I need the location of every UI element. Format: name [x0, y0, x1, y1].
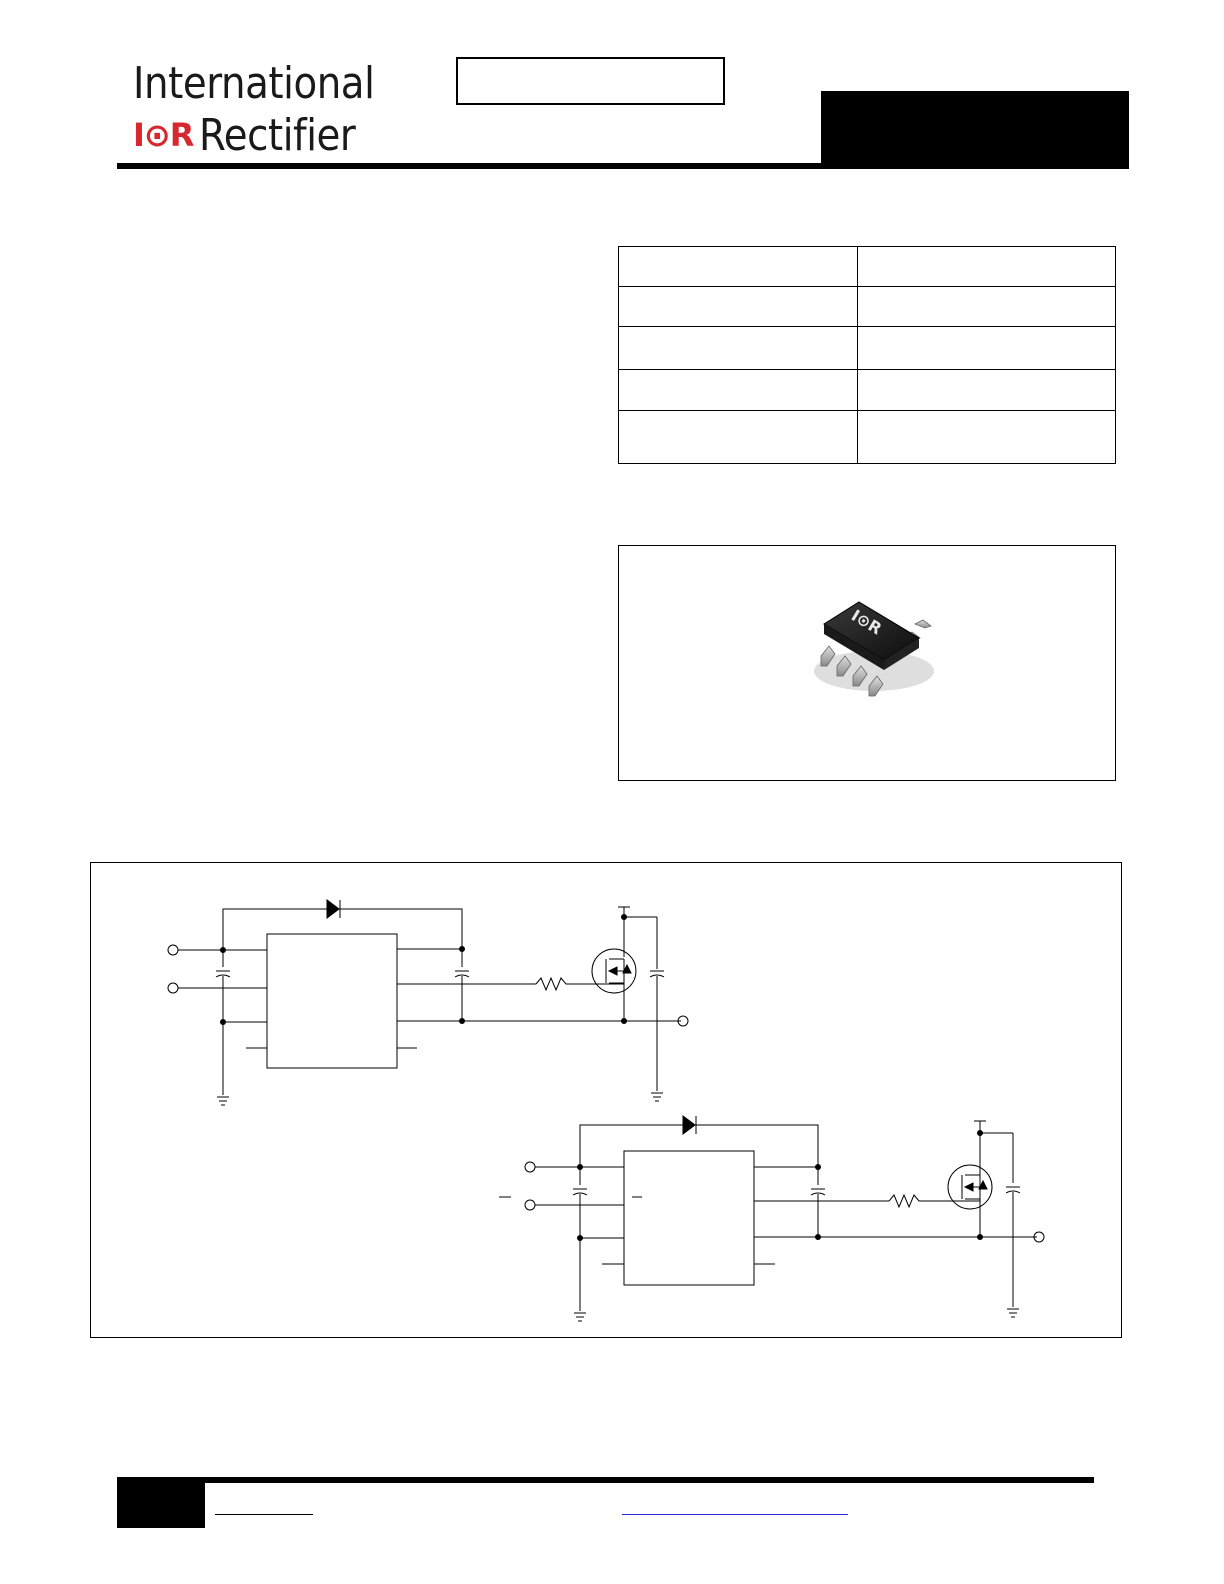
table-cell — [857, 410, 1116, 464]
terminal — [677, 1015, 689, 1027]
soic-8-package-icon: I⊙R — [814, 601, 934, 697]
diode-symbol — [326, 899, 340, 919]
table-cell — [857, 246, 1116, 287]
logo-rectifier-row: I⊙R Rectifier — [133, 109, 377, 161]
ic-block — [623, 1150, 755, 1286]
table-row — [618, 286, 1116, 327]
table-row — [618, 326, 1116, 370]
circuit-diagram-box — [90, 862, 1122, 1338]
table-row — [618, 369, 1116, 411]
table-cell — [618, 286, 858, 327]
table-cell — [857, 369, 1116, 411]
footer-rule — [117, 1477, 1094, 1483]
terminal — [524, 1199, 536, 1211]
mosfet-symbol — [947, 1164, 993, 1210]
table-cell — [618, 326, 858, 370]
mosfet-symbol — [591, 948, 637, 994]
table-cell — [618, 410, 858, 464]
terminal — [524, 1161, 536, 1173]
table-cell — [857, 326, 1116, 370]
table-row — [618, 246, 1116, 287]
part-number-box — [456, 57, 725, 105]
typical-connection-diagram — [167, 899, 1045, 1322]
table-cell — [857, 286, 1116, 327]
page-number-block — [117, 1477, 205, 1528]
terminal — [167, 944, 179, 956]
header-rule — [117, 163, 1129, 169]
ior-logo-mark: I⊙R — [133, 116, 194, 154]
table-cell — [618, 369, 858, 411]
terminal — [1033, 1231, 1045, 1243]
header-black-block — [821, 91, 1129, 169]
logo-international: International — [133, 58, 375, 109]
diode-symbol — [682, 1115, 696, 1135]
logo-rectifier: Rectifier — [199, 109, 356, 161]
table-cell — [618, 246, 858, 287]
ic-block — [266, 933, 398, 1069]
footer-underline — [215, 1514, 313, 1515]
package-image-box: I⊙R — [618, 545, 1116, 781]
parameter-table — [618, 246, 1116, 464]
table-row — [618, 410, 1116, 464]
website-link[interactable] — [622, 1514, 848, 1515]
terminal — [167, 982, 179, 994]
